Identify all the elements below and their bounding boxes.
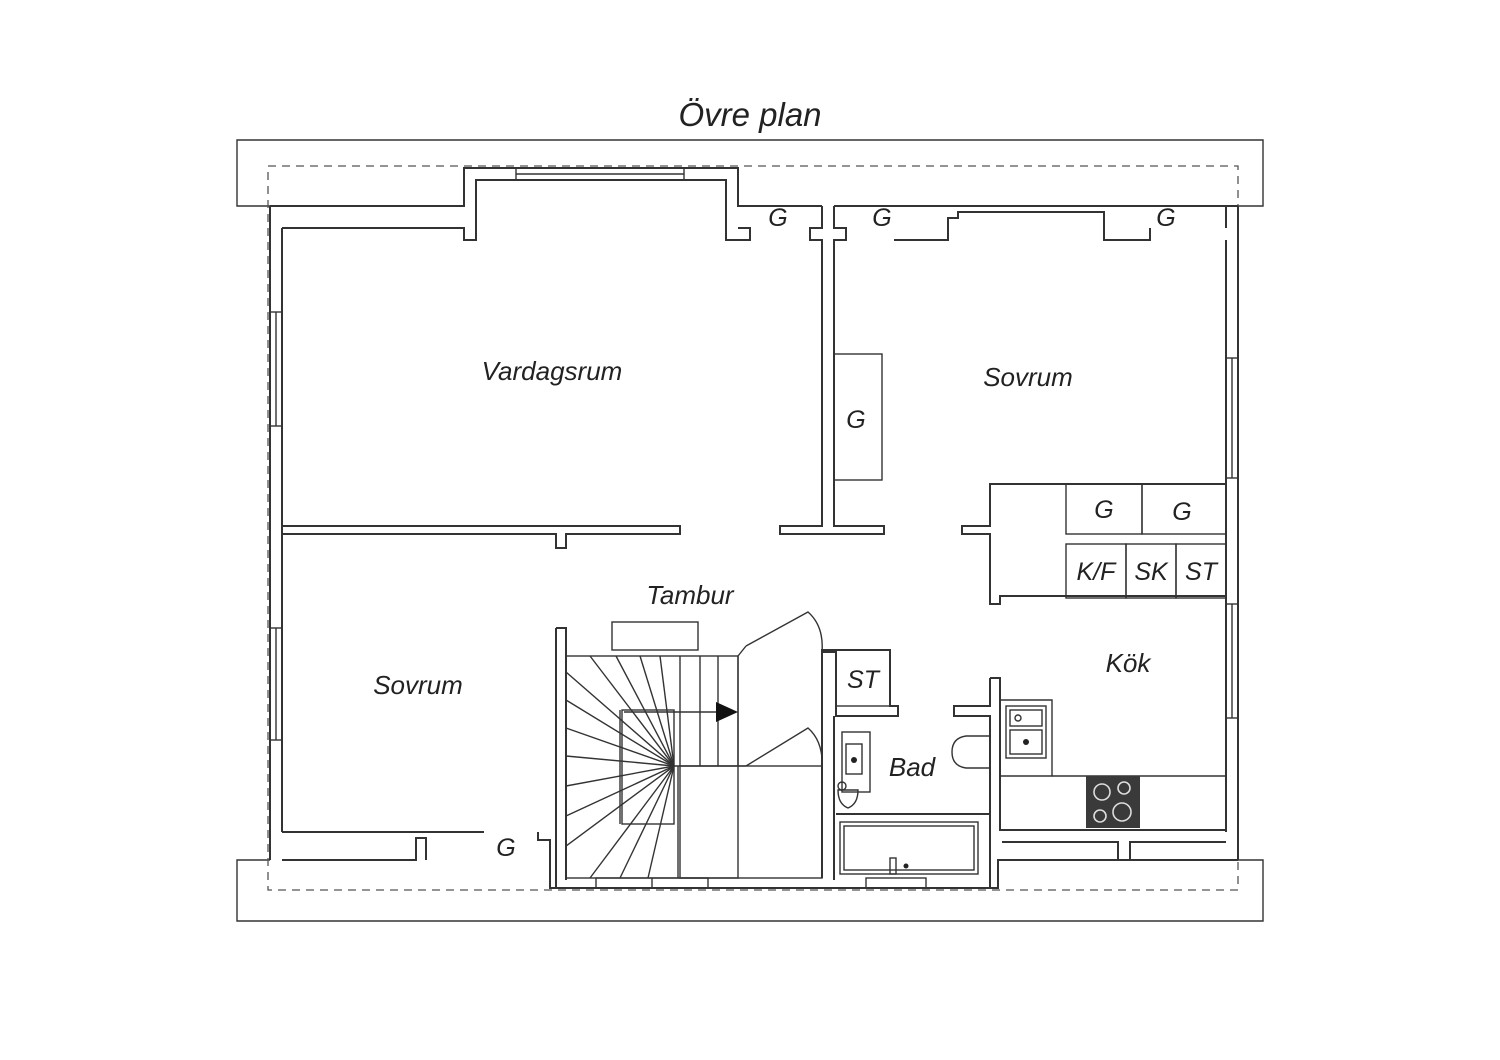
label-g-top3: G xyxy=(1156,204,1175,232)
stove xyxy=(1086,776,1140,828)
room-label-vardagsrum: Vardagsrum xyxy=(482,356,623,386)
roof-eave-bottom xyxy=(236,859,1264,922)
room-label-tambur: Tambur xyxy=(646,580,735,610)
washing-machine xyxy=(951,735,990,769)
label-g-bottom: G xyxy=(496,834,515,862)
windows xyxy=(269,167,1239,889)
room-label-bad: Bad xyxy=(889,752,937,782)
doors xyxy=(679,611,823,879)
label-sk: SK xyxy=(1134,558,1169,586)
label-g-top2: G xyxy=(872,204,891,232)
label-kf: K/F xyxy=(1077,558,1118,586)
room-label-sovrum-right: Sovrum xyxy=(983,362,1073,392)
label-st-kitchen: ST xyxy=(1185,558,1219,586)
toilet xyxy=(837,789,859,809)
staircase xyxy=(565,655,739,879)
stair-direction-arrow-icon xyxy=(716,702,738,722)
bathtub xyxy=(839,821,979,875)
kitchen-fixtures xyxy=(1000,699,1226,828)
hall-chimney xyxy=(611,621,699,651)
interior-walls xyxy=(282,206,1226,888)
kitchen-sink xyxy=(1005,705,1047,759)
roof-eave-top xyxy=(236,139,1264,207)
bath-sink xyxy=(841,731,871,793)
label-g-top1: G xyxy=(768,204,787,232)
room-label-sovrum-left: Sovrum xyxy=(373,670,463,700)
room-label-kok: Kök xyxy=(1106,648,1153,678)
label-g-kitchen2: G xyxy=(1172,498,1191,526)
label-g-kitchen1: G xyxy=(1094,496,1113,524)
label-g-mid: G xyxy=(846,406,865,434)
label-st-hall: ST xyxy=(847,666,881,694)
bathroom-fixtures xyxy=(837,731,990,875)
wardrobes xyxy=(833,353,1227,707)
plan-title: Övre plan xyxy=(678,96,821,133)
